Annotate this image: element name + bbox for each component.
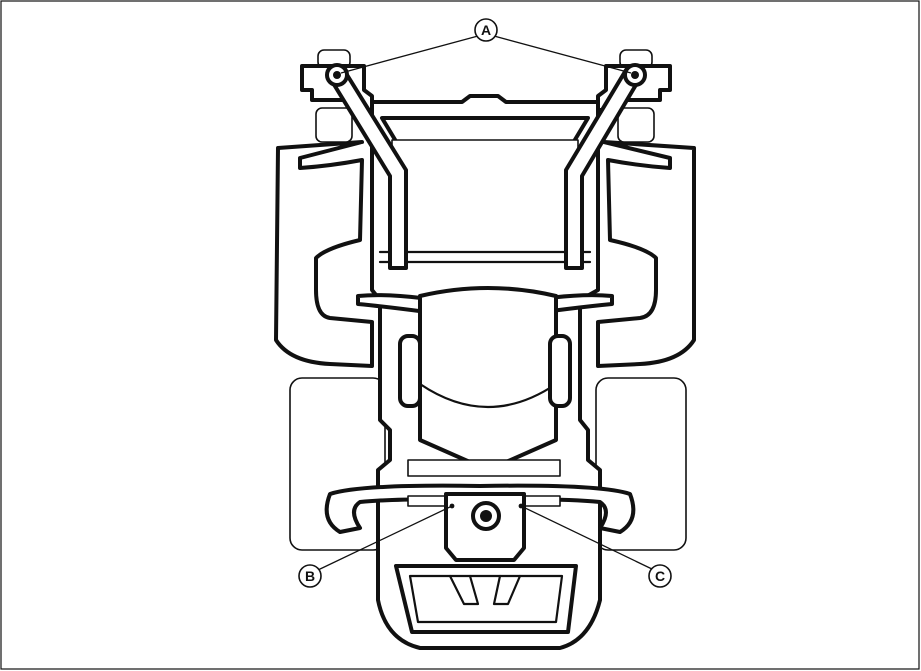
leader-a-right	[493, 35, 632, 74]
callout-b-label: B	[305, 568, 315, 584]
seat-contour	[418, 382, 558, 408]
callout-c-label: C	[655, 568, 665, 584]
callout-a-label: A	[481, 22, 491, 38]
right-fender	[596, 140, 696, 368]
deck-plate	[391, 139, 579, 253]
leader-a-left	[340, 35, 479, 74]
right-pin-center	[631, 71, 639, 79]
leader-b	[317, 505, 453, 571]
left-pin-center	[333, 71, 341, 79]
leader-c	[520, 505, 655, 571]
callout-a: A	[474, 18, 498, 42]
callout-b: B	[298, 564, 322, 588]
leader-c-dot	[518, 503, 524, 509]
seat	[418, 286, 558, 472]
rear-grille-inner	[408, 574, 564, 624]
right-side-rail	[548, 334, 572, 408]
left-side-rail	[398, 334, 422, 408]
right-front-caster-bottom	[617, 107, 655, 143]
leader-b-dot	[449, 503, 455, 509]
callout-c: C	[648, 564, 672, 588]
rear-grille-outer	[394, 564, 578, 634]
hitch-hole	[480, 510, 492, 522]
rear-plate-upper	[407, 459, 561, 477]
left-fender	[274, 140, 374, 368]
rear-grille-slats	[448, 574, 522, 606]
left-front-caster-bottom	[315, 107, 353, 143]
